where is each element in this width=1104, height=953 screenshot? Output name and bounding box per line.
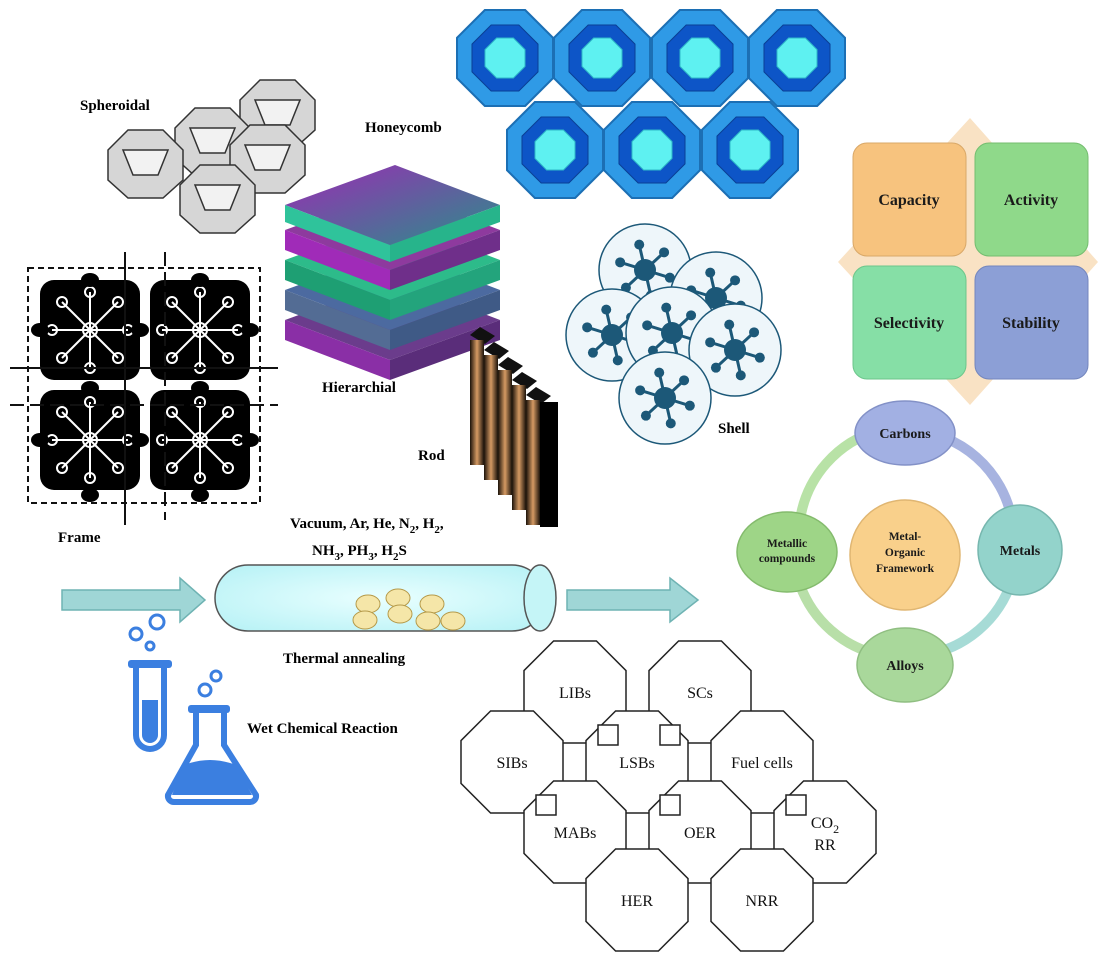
gases-line-2: NH3, PH3, H2S (312, 543, 407, 563)
app-cell-fuel-cells: Fuel cells (710, 710, 814, 814)
label-mof-line2: Organic (885, 547, 925, 559)
frame-node (241, 323, 259, 337)
honeycomb-cell (553, 9, 651, 107)
mof-derivatives-cycle: Carbons Metals Alloys Metallic compounds… (736, 400, 1063, 703)
test-tube-icon (128, 613, 172, 752)
mof-center-node (849, 499, 961, 611)
hierarchial-layers (285, 165, 500, 380)
label-hierarchial: Hierarchial (322, 380, 396, 396)
app-cell-sibs: SIBs (460, 710, 564, 814)
stability-box (974, 265, 1089, 380)
label-stability: Stability (1002, 315, 1060, 332)
app-connector-square (597, 724, 619, 746)
properties-quadrant: Capacity Activity Selectivity Stability (838, 118, 1098, 405)
label-co2: CO2 (811, 815, 839, 836)
input-arrow (61, 576, 207, 624)
shell-clusters (565, 223, 782, 445)
capacity-box (852, 142, 967, 257)
app-cell-nrr: NRR (710, 848, 814, 952)
label-capacity: Capacity (878, 192, 939, 209)
frame-node (191, 273, 209, 287)
label-her: HER (621, 893, 653, 910)
frame-node (81, 381, 99, 395)
label-carbons: Carbons (879, 427, 931, 442)
label-metallic: Metallic (767, 538, 807, 550)
frame-node (191, 381, 209, 395)
honeycomb-cell (701, 101, 799, 199)
label-wet-chemical: Wet Chemical Reaction (247, 721, 398, 737)
metals-node (977, 504, 1063, 596)
label-alloys: Alloys (886, 659, 924, 674)
label-rod: Rod (418, 448, 445, 464)
carbons-node (854, 400, 956, 466)
frame-unit (150, 390, 250, 490)
label-mof-line3: Framework (876, 563, 935, 575)
activity-box (974, 142, 1089, 257)
label-mof-line1: Metal- (889, 531, 922, 543)
frame-node (131, 433, 149, 447)
spheroidal-particles (107, 79, 316, 234)
label-fuel-cells: Fuel cells (731, 755, 793, 772)
label-sibs: SIBs (496, 755, 527, 772)
synthesis-process: Vacuum, Ar, He, N2, H2, NH3, PH3, H2S Th… (61, 516, 700, 805)
label-libs: LIBs (559, 685, 591, 702)
frame-node (131, 323, 149, 337)
metallic-compounds-node (736, 511, 838, 593)
output-arrow (566, 576, 700, 624)
frame-node (81, 273, 99, 287)
honeycomb-cell (506, 101, 604, 199)
label-compounds: compounds (759, 553, 816, 565)
app-cell-libs: LIBs (523, 640, 627, 744)
honeycomb-structure (456, 9, 846, 199)
app-connector-square (659, 724, 681, 746)
flask-icon (164, 669, 260, 805)
app-cell-scs: SCs (648, 640, 752, 744)
honeycomb-cell (603, 101, 701, 199)
app-connector-square (785, 794, 807, 816)
label-lsbs: LSBs (619, 755, 655, 772)
label-nrr: NRR (746, 893, 779, 910)
honeycomb-cell (456, 9, 554, 107)
label-frame: Frame (58, 530, 101, 546)
shell-cluster (688, 303, 782, 397)
label-selectivity: Selectivity (874, 315, 944, 332)
selectivity-box (852, 265, 967, 380)
label-metals: Metals (1000, 544, 1041, 559)
frame-unit (150, 280, 250, 380)
label-thermal-annealing: Thermal annealing (283, 651, 406, 667)
frame-node (31, 323, 49, 337)
app-connector-square (659, 794, 681, 816)
alloys-node (856, 627, 954, 703)
honeycomb-cell (651, 9, 749, 107)
label-activity: Activity (1004, 192, 1058, 209)
shell-cluster (618, 351, 712, 445)
label-shell: Shell (718, 421, 750, 437)
frame-node (191, 488, 209, 502)
label-oer: OER (684, 825, 716, 842)
frame-node (81, 488, 99, 502)
frame-node (31, 433, 49, 447)
tube-furnace (214, 564, 557, 632)
app-cell-her: HER (585, 848, 689, 952)
honeycomb-cell (748, 9, 846, 107)
frame-structure (10, 252, 278, 525)
label-mabs: MABs (554, 825, 597, 842)
label-rr: RR (814, 837, 836, 854)
label-spheroidal: Spheroidal (80, 98, 150, 114)
label-honeycomb: Honeycomb (365, 120, 442, 136)
label-scs: SCs (687, 685, 713, 702)
gases-line-1: Vacuum, Ar, He, N2, H2, (290, 516, 444, 536)
app-connector-square (535, 794, 557, 816)
frame-unit (40, 280, 140, 380)
rod-array (470, 327, 558, 527)
frame-node (241, 433, 259, 447)
